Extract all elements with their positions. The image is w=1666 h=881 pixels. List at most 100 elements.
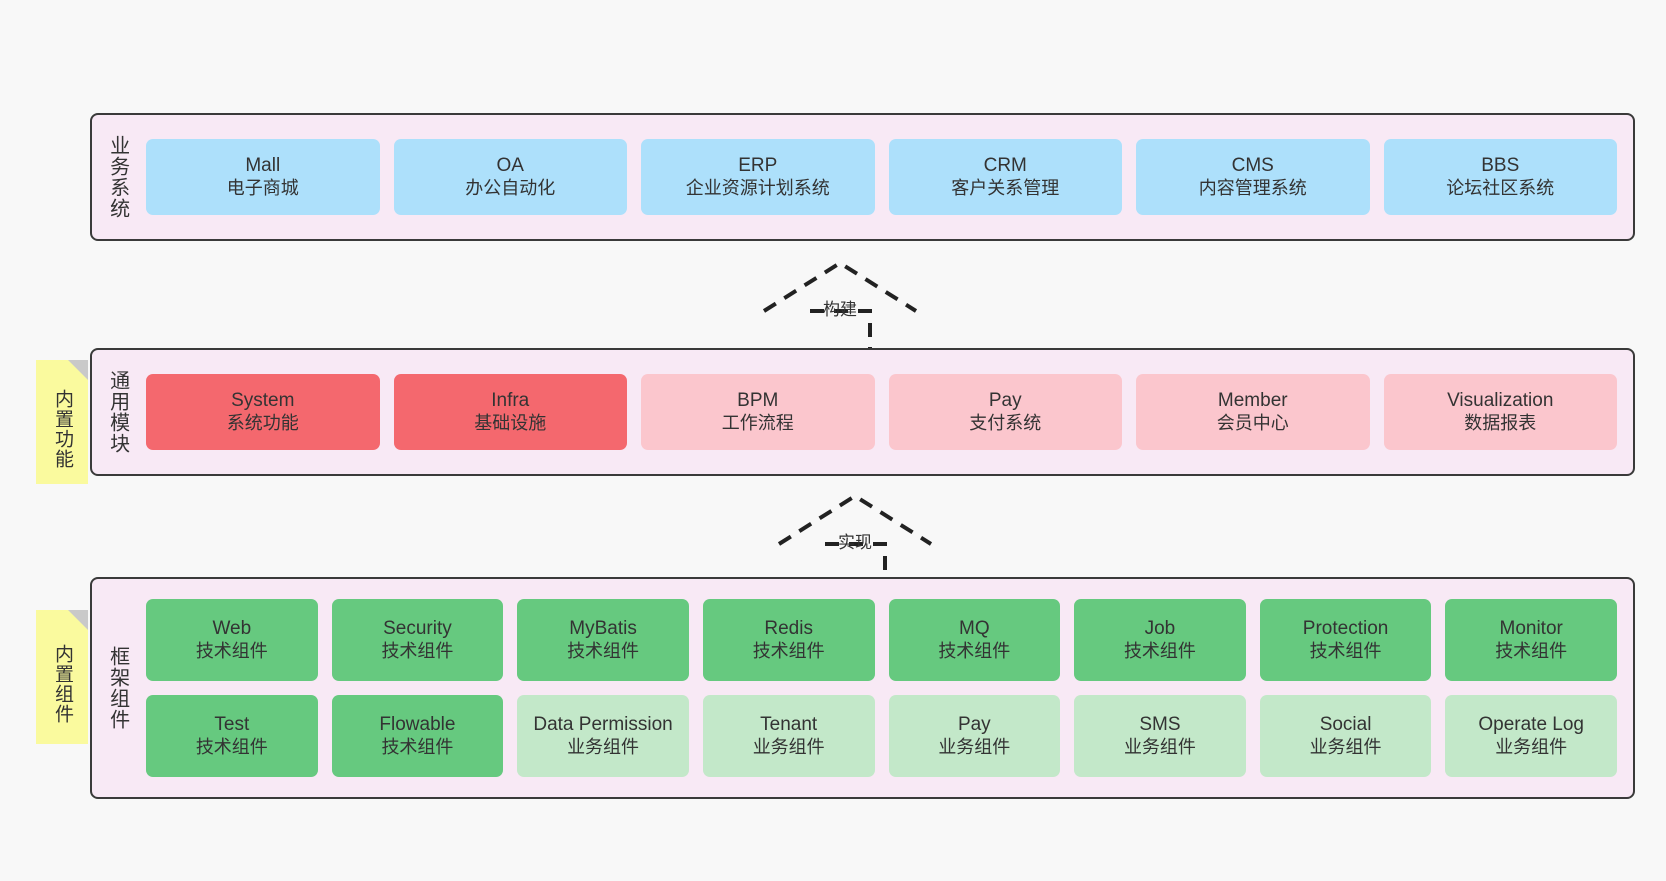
component-box-flowable[interactable]: Flowable 技术组件 <box>331 695 504 777</box>
box-subtitle: 技术组件 <box>195 640 268 661</box>
box-name: Pay <box>957 714 991 736</box>
box-name: Data Permission <box>533 714 673 736</box>
component-box-social[interactable]: Social 业务组件 <box>1259 695 1432 777</box>
box-subtitle: 电子商城 <box>226 177 299 198</box>
box-name: Job <box>1144 618 1176 640</box>
box-name: Web <box>212 618 252 640</box>
box-subtitle: 工作流程 <box>721 412 794 433</box>
box-subtitle: 技术组件 <box>1309 640 1382 661</box>
component-box-redis[interactable]: Redis 技术组件 <box>702 599 875 681</box>
box-subtitle: 办公自动化 <box>465 177 556 198</box>
generalization-arrow-icon <box>777 493 933 586</box>
component-box-sms[interactable]: SMS 业务组件 <box>1074 695 1246 777</box>
box-name: Operate Log <box>1478 714 1584 736</box>
box-subtitle: 业务组件 <box>938 736 1011 757</box>
box-name: CRM <box>983 155 1027 177</box>
sticky-note-builtin-components: 内置组件 <box>36 610 88 744</box>
box-subtitle: 企业资源计划系统 <box>685 177 830 198</box>
business-systems-row: Mall 电子商城 OA 办公自动化 ERP 企业资源计划系统 CRM 客户关系… <box>146 139 1617 215</box>
connector-build-arrow: 构建 <box>760 257 920 353</box>
box-subtitle: 业务组件 <box>1123 736 1196 757</box>
box-subtitle: 内容管理系统 <box>1198 177 1307 198</box>
framework-business-row: Test 技术组件 Flowable 技术组件 Data Permission … <box>146 695 1617 777</box>
sticky-note-label: 内置功能 <box>52 389 74 469</box>
box-name: CMS <box>1231 155 1274 177</box>
component-box-job[interactable]: Job 技术组件 <box>1074 599 1246 681</box>
box-subtitle: 数据报表 <box>1464 412 1537 433</box>
component-box-data-permission[interactable]: Data Permission 业务组件 <box>517 695 689 777</box>
box-name: Flowable <box>379 714 456 736</box>
box-name: OA <box>496 155 524 177</box>
generalization-arrow-icon <box>762 260 918 353</box>
box-name: Mall <box>245 155 281 177</box>
component-box-mq[interactable]: MQ 技术组件 <box>888 599 1061 681</box>
box-subtitle: 技术组件 <box>381 640 454 661</box>
component-box-protection[interactable]: Protection 技术组件 <box>1259 599 1432 681</box>
component-box-test[interactable]: Test 技术组件 <box>146 695 318 777</box>
layer-body-framework-components: Web 技术组件 Security 技术组件 MyBatis 技术组件 Redi… <box>142 579 1633 797</box>
business-box-cms[interactable]: CMS 内容管理系统 <box>1136 139 1370 215</box>
connector-implement-label: 实现 <box>838 533 872 552</box>
box-name: Tenant <box>760 714 818 736</box>
box-subtitle: 业务组件 <box>1495 736 1568 757</box>
box-name: MQ <box>959 618 990 640</box>
sticky-note-label: 内置组件 <box>52 644 74 724</box>
module-box-bpm[interactable]: BPM 工作流程 <box>641 374 875 450</box>
box-subtitle: 技术组件 <box>381 736 454 757</box>
box-subtitle: 业务组件 <box>567 736 640 757</box>
box-subtitle: 技术组件 <box>195 736 268 757</box>
layer-title-framework-components: 框架组件 <box>106 646 129 730</box>
box-name: Security <box>383 618 452 640</box>
general-modules-row: System 系统功能 Infra 基础设施 BPM 工作流程 Pay 支付系统… <box>146 374 1617 450</box>
component-box-pay[interactable]: Pay 业务组件 <box>888 695 1061 777</box>
module-box-pay[interactable]: Pay 支付系统 <box>888 374 1122 450</box>
component-box-security[interactable]: Security 技术组件 <box>331 599 504 681</box>
box-subtitle: 论坛社区系统 <box>1446 177 1555 198</box>
layer-body-general-modules: System 系统功能 Infra 基础设施 BPM 工作流程 Pay 支付系统… <box>142 350 1633 474</box>
box-name: BBS <box>1481 155 1520 177</box>
box-name: Social <box>1319 714 1372 736</box>
business-box-oa[interactable]: OA 办公自动化 <box>393 139 627 215</box>
box-name: Member <box>1217 390 1288 412</box>
box-subtitle: 业务组件 <box>1309 736 1382 757</box>
box-subtitle: 技术组件 <box>567 640 640 661</box>
module-box-system[interactable]: System 系统功能 <box>146 374 380 450</box>
component-box-operate-log[interactable]: Operate Log 业务组件 <box>1445 695 1617 777</box>
layer-title-business-systems: 业务系统 <box>106 135 129 219</box>
connector-build-label: 构建 <box>823 300 857 319</box>
box-name: Infra <box>491 390 530 412</box>
component-box-web[interactable]: Web 技术组件 <box>146 599 318 681</box>
box-subtitle: 系统功能 <box>226 412 299 433</box>
box-name: BPM <box>737 390 779 412</box>
box-subtitle: 会员中心 <box>1216 412 1289 433</box>
business-box-erp[interactable]: ERP 企业资源计划系统 <box>641 139 875 215</box>
module-box-visualization[interactable]: Visualization 数据报表 <box>1383 374 1617 450</box>
box-name: Protection <box>1302 618 1389 640</box>
layer-general-modules: 通用模块 System 系统功能 Infra 基础设施 BPM 工作流程 Pay… <box>90 348 1635 476</box>
module-box-infra[interactable]: Infra 基础设施 <box>393 374 627 450</box>
box-name: Monitor <box>1499 618 1563 640</box>
business-box-bbs[interactable]: BBS 论坛社区系统 <box>1383 139 1617 215</box>
framework-tech-row: Web 技术组件 Security 技术组件 MyBatis 技术组件 Redi… <box>146 599 1617 681</box>
connector-implement-arrow: 实现 <box>775 490 935 586</box>
business-box-mall[interactable]: Mall 电子商城 <box>146 139 380 215</box>
box-subtitle: 客户关系管理 <box>951 177 1060 198</box>
box-name: MyBatis <box>569 618 637 640</box>
component-box-monitor[interactable]: Monitor 技术组件 <box>1445 599 1617 681</box>
box-subtitle: 支付系统 <box>969 412 1042 433</box>
box-name: Visualization <box>1447 390 1554 412</box>
sticky-note-builtin-features: 内置功能 <box>36 360 88 484</box>
component-box-mybatis[interactable]: MyBatis 技术组件 <box>517 599 689 681</box>
box-subtitle: 基础设施 <box>474 412 547 433</box>
box-name: SMS <box>1139 714 1181 736</box>
box-name: Redis <box>764 618 813 640</box>
module-box-member[interactable]: Member 会员中心 <box>1136 374 1370 450</box>
box-name: Pay <box>988 390 1022 412</box>
box-subtitle: 技术组件 <box>1123 640 1196 661</box>
component-box-tenant[interactable]: Tenant 业务组件 <box>702 695 875 777</box>
box-name: System <box>231 390 295 412</box>
box-name: ERP <box>738 155 778 177</box>
business-box-crm[interactable]: CRM 客户关系管理 <box>888 139 1122 215</box>
box-name: Test <box>214 714 250 736</box>
